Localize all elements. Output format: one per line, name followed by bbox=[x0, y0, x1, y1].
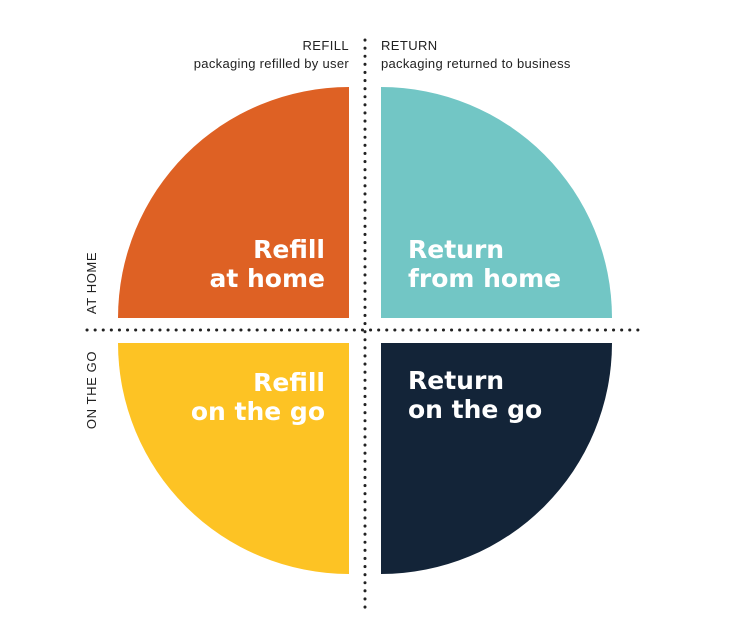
refill-column-heading: REFILL bbox=[303, 38, 349, 53]
return-on-the-go-label-line2: on the go bbox=[408, 395, 542, 424]
refill-on-the-go-label-line1: Refill bbox=[253, 368, 325, 397]
refill-column-subheading: packaging refilled by user bbox=[194, 56, 350, 71]
quadrant-return-on-the-go bbox=[381, 343, 612, 574]
quadrant-refill-on-the-go bbox=[118, 343, 349, 574]
return-from-home-label-line2: from home bbox=[408, 264, 561, 293]
refill-at-home-label-line1: Refill bbox=[253, 235, 325, 264]
refill-at-home-label-line2: at home bbox=[209, 264, 325, 293]
quadrant-return-from-home bbox=[381, 87, 612, 318]
return-on-the-go-label-line1: Return bbox=[408, 366, 504, 395]
return-from-home-label-line1: Return bbox=[408, 235, 504, 264]
at-home-row-label: AT HOME bbox=[84, 252, 99, 314]
refill-on-the-go-label-line2: on the go bbox=[191, 397, 325, 426]
on-the-go-row-label: ON THE GO bbox=[84, 351, 99, 429]
return-column-heading: RETURN bbox=[381, 38, 438, 53]
return-column-subheading: packaging returned to business bbox=[381, 56, 571, 71]
quadrant-refill-at-home bbox=[118, 87, 349, 318]
